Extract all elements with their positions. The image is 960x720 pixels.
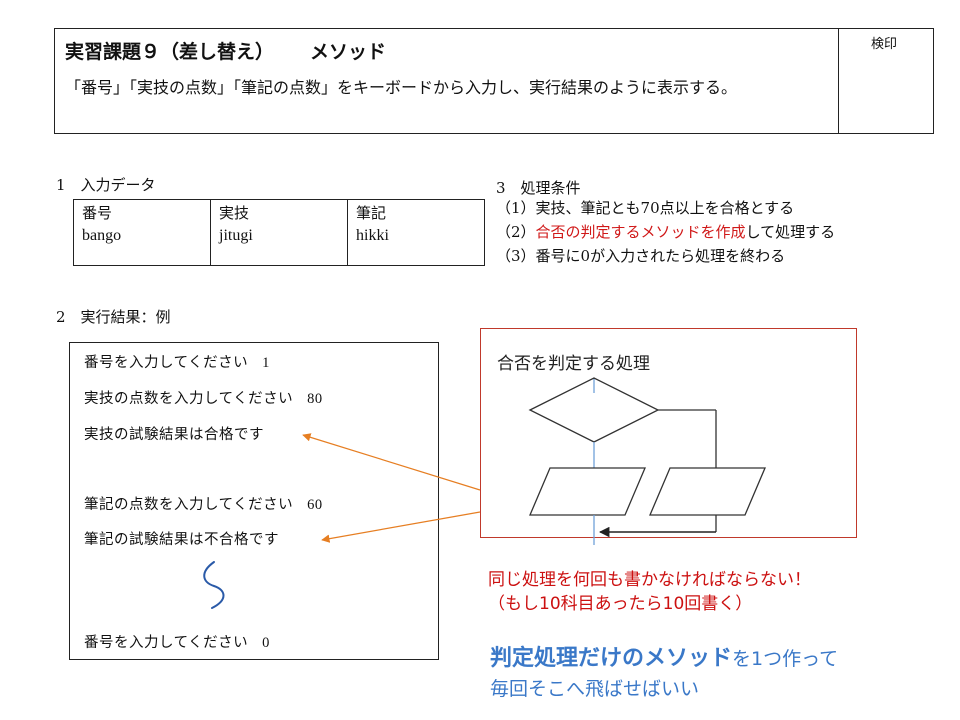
console-value: 1 — [262, 355, 270, 371]
result-section-heading: 2 実行結果：例 — [56, 308, 171, 326]
conditions-list: （1）実技、筆記とも70点以上を合格とする （2）合否の判定するメソッドを作成し… — [496, 196, 835, 268]
console-line: 筆記の試験結果は不合格です — [84, 528, 279, 549]
task-header-main: 実習課題９（差し替え） メソッド 「番号」「実技の点数」「筆記の点数」をキーボード… — [55, 29, 839, 133]
console-line: 筆記の点数を入力してください 60 — [84, 493, 323, 514]
input-cell-label: 筆記 — [356, 204, 387, 222]
condition-text: 実技、筆記とも70点以上を合格とする — [535, 199, 795, 217]
blue-note-emphasis: 判定処理だけのメソッド — [490, 646, 733, 671]
condition-text: 番号に0が入力されたら処理を終わる — [535, 247, 786, 265]
task-header: 実習課題９（差し替え） メソッド 「番号」「実技の点数」「筆記の点数」をキーボード… — [54, 28, 934, 134]
condition-item: （1）実技、筆記とも70点以上を合格とする — [496, 196, 835, 220]
task-description: 「番号」「実技の点数」「筆記の点数」をキーボードから入力し、実行結果のように表示… — [65, 78, 738, 97]
console-line: 番号を入力してください 0 — [84, 631, 270, 652]
console-text: 番号を入力してください — [84, 635, 249, 651]
console-line: 実技の点数を入力してください 80 — [84, 387, 323, 408]
omission-squiggle — [203, 561, 225, 609]
output-parallelogram — [649, 467, 766, 516]
flowchart-title: 合否を判定する処理 — [497, 354, 650, 374]
conditions-heading: 3 処理条件 — [496, 179, 581, 197]
console-value: 0 — [262, 635, 270, 651]
condition-prefix: （1） — [496, 199, 536, 217]
console-text: 筆記の試験結果は不合格です — [84, 532, 279, 548]
console-text: 筆記の点数を入力してください — [84, 497, 294, 513]
input-cell-bango: 番号 bango — [73, 199, 211, 266]
console-value: 80 — [307, 391, 323, 407]
console-text: 実技の試験結果は合格です — [84, 427, 264, 443]
console-output: 番号を入力してください 1 実技の点数を入力してください 80 実技の試験結果は合格… — [69, 342, 439, 660]
output-parallelogram — [529, 467, 646, 516]
pointer-arrow — [302, 433, 481, 491]
input-cell-label: 番号 — [82, 204, 113, 222]
blue-note-line: 判定処理だけのメソッドを1つ作って — [490, 640, 838, 672]
task-subtitle: メソッド — [310, 41, 387, 63]
blue-note: 判定処理だけのメソッドを1つ作って 毎回そこへ飛ばせばいい — [490, 640, 838, 701]
input-cell-var: hikki — [356, 227, 389, 244]
input-cell-label: 実技 — [219, 204, 250, 222]
task-title-text: 実習課題９（差し替え） — [65, 41, 275, 63]
red-note: 同じ処理を何回も書かなければならない！ （もし10科目あったら10回書く） — [488, 568, 811, 616]
input-cell-hikki: 筆記 hikki — [347, 199, 485, 266]
input-data-table: 番号 bango 実技 jitugi 筆記 hikki — [73, 199, 485, 266]
input-cell-jitugi: 実技 jitugi — [210, 199, 348, 266]
blue-note-line: 毎回そこへ飛ばせばいい — [490, 678, 700, 700]
blue-note-text: を1つ作って — [732, 648, 839, 670]
task-title: 実習課題９（差し替え） メソッド — [65, 37, 386, 64]
flowchart-box: 合否を判定する処理 — [480, 328, 857, 538]
condition-text: して処理する — [745, 223, 836, 241]
input-cell-var: bango — [82, 227, 122, 244]
console-text: 実技の点数を入力してください — [84, 391, 294, 407]
console-text: 番号を入力してください — [84, 355, 249, 371]
pointer-arrow — [321, 511, 481, 543]
input-section-heading: 1 入力データ — [56, 176, 156, 194]
condition-item: （2）合否の判定するメソッドを作成して処理する — [496, 220, 835, 244]
seal-label: 検印 — [871, 37, 898, 52]
console-line: 実技の試験結果は合格です — [84, 423, 264, 444]
condition-item: （3）番号に0が入力されたら処理を終わる — [496, 244, 835, 268]
red-note-line: （もし10科目あったら10回書く） — [488, 594, 753, 614]
input-cell-var: jitugi — [219, 227, 253, 244]
condition-prefix: （3） — [496, 247, 536, 265]
condition-highlight: 合否の判定するメソッドを作成 — [535, 223, 746, 241]
red-note-line: 同じ処理を何回も書かなければならない！ — [488, 570, 811, 590]
console-line: 番号を入力してください 1 — [84, 351, 270, 372]
condition-prefix: （2） — [496, 223, 536, 241]
console-value: 60 — [307, 497, 323, 513]
